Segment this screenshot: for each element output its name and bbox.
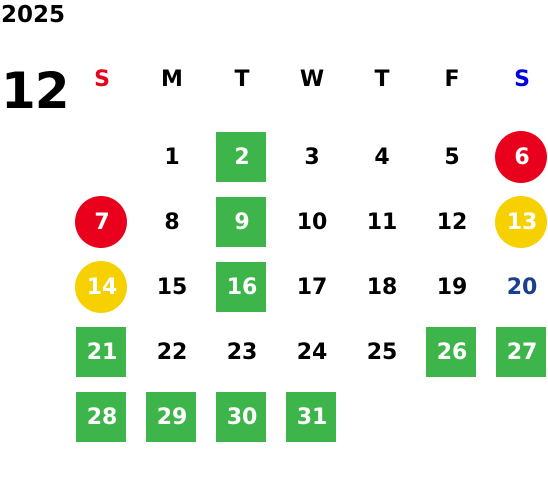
calendar-day[interactable]: 12 [417,190,487,255]
calendar-day-number: 22 [156,339,188,365]
calendar-day-number: 20 [506,274,538,300]
calendar-day-number: 15 [156,274,188,300]
calendar-day[interactable]: 22 [137,320,207,385]
calendar-day-number: 17 [296,274,328,300]
calendar-day-number: 29 [156,404,188,430]
calendar-day[interactable]: 23 [207,320,277,385]
calendar-day[interactable]: 6 [487,125,548,190]
calendar-day-number: 7 [94,209,110,235]
calendar-day[interactable]: 9 [207,190,277,255]
calendar-day[interactable]: 31 [277,385,347,450]
calendar-day-number: 12 [436,209,468,235]
month-number: 12 [1,62,70,120]
weekday-header: W [299,67,325,92]
calendar-day[interactable]: 21 [67,320,137,385]
calendar-day[interactable]: 8 [137,190,207,255]
calendar-day-number: 16 [226,274,258,300]
calendar-day-number: 19 [436,274,468,300]
calendar-day[interactable]: 16 [207,255,277,320]
calendar-day[interactable]: 25 [347,320,417,385]
calendar-day[interactable]: 1 [137,125,207,190]
calendar-day-number: 14 [86,274,118,300]
calendar-day[interactable]: 5 [417,125,487,190]
weekday-header: F [444,67,460,92]
calendar-day-number: 9 [234,209,250,235]
calendar-day-number: 21 [86,339,118,365]
calendar-day-number: 27 [506,339,538,365]
calendar-day-number: 8 [164,209,180,235]
calendar-day-number: 13 [506,209,538,235]
calendar-day[interactable]: 26 [417,320,487,385]
weekday-header: M [161,67,183,92]
calendar-day-number: 2 [234,144,250,170]
calendar-day[interactable]: 11 [347,190,417,255]
calendar-day[interactable]: 15 [137,255,207,320]
calendar-day-number: 5 [444,144,460,170]
calendar-day-number: 18 [366,274,398,300]
calendar-day-number: 23 [226,339,258,365]
weekday-header: T [234,67,250,92]
year-label: 2025 [1,2,66,28]
calendar-day-number: 1 [164,144,180,170]
calendar-day[interactable]: 27 [487,320,548,385]
weekday-header: S [94,67,110,92]
calendar-day-number: 6 [514,144,530,170]
calendar-day-number: 3 [304,144,320,170]
calendar-day-number: 25 [366,339,398,365]
calendar-day-number: 28 [86,404,118,430]
weekday-header: T [374,67,390,92]
calendar-day[interactable]: 28 [67,385,137,450]
calendar-day[interactable]: 13 [487,190,548,255]
calendar-day-number: 26 [436,339,468,365]
calendar-day[interactable]: 24 [277,320,347,385]
calendar-day-number: 30 [226,404,258,430]
calendar-day-number: 11 [366,209,398,235]
calendar-day[interactable]: 7 [67,190,137,255]
calendar-day[interactable]: 14 [67,255,137,320]
calendar-day[interactable]: 20 [487,255,548,320]
calendar-day[interactable]: 30 [207,385,277,450]
calendar-day-number: 31 [296,404,328,430]
calendar-day-number: 4 [374,144,390,170]
calendar-day[interactable]: 10 [277,190,347,255]
calendar-day[interactable]: 2 [207,125,277,190]
calendar-day[interactable]: 19 [417,255,487,320]
calendar-day[interactable]: 29 [137,385,207,450]
calendar-day-number: 10 [296,209,328,235]
calendar-day[interactable]: 3 [277,125,347,190]
calendar-day-number: 24 [296,339,328,365]
weekday-header: S [514,67,530,92]
calendar-day[interactable]: 18 [347,255,417,320]
calendar-day[interactable]: 17 [277,255,347,320]
calendar-day[interactable]: 4 [347,125,417,190]
